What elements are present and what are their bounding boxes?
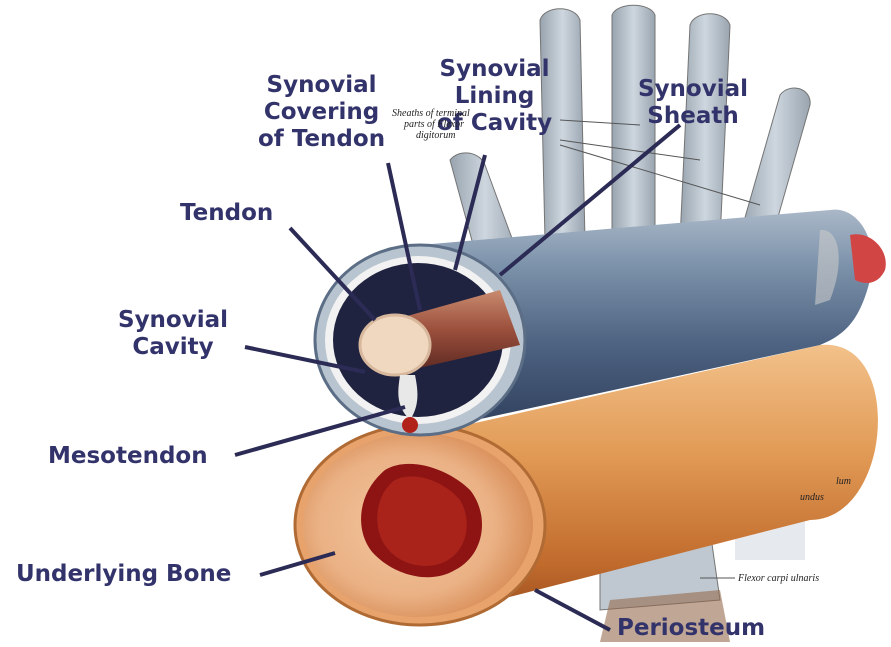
bg-text-fundus: undus [800,492,824,503]
tendon-cross-section [360,315,430,375]
bg-text-lum: lum [836,476,851,487]
label-tendon: Tendon [180,200,273,227]
label-underlying-bone: Underlying Bone [16,561,231,588]
label-periosteum: Periosteum [617,615,765,642]
bg-text-flexor-carpi: Flexor carpi ulnaris [738,573,819,584]
label-mesotendon: Mesotendon [48,443,208,470]
